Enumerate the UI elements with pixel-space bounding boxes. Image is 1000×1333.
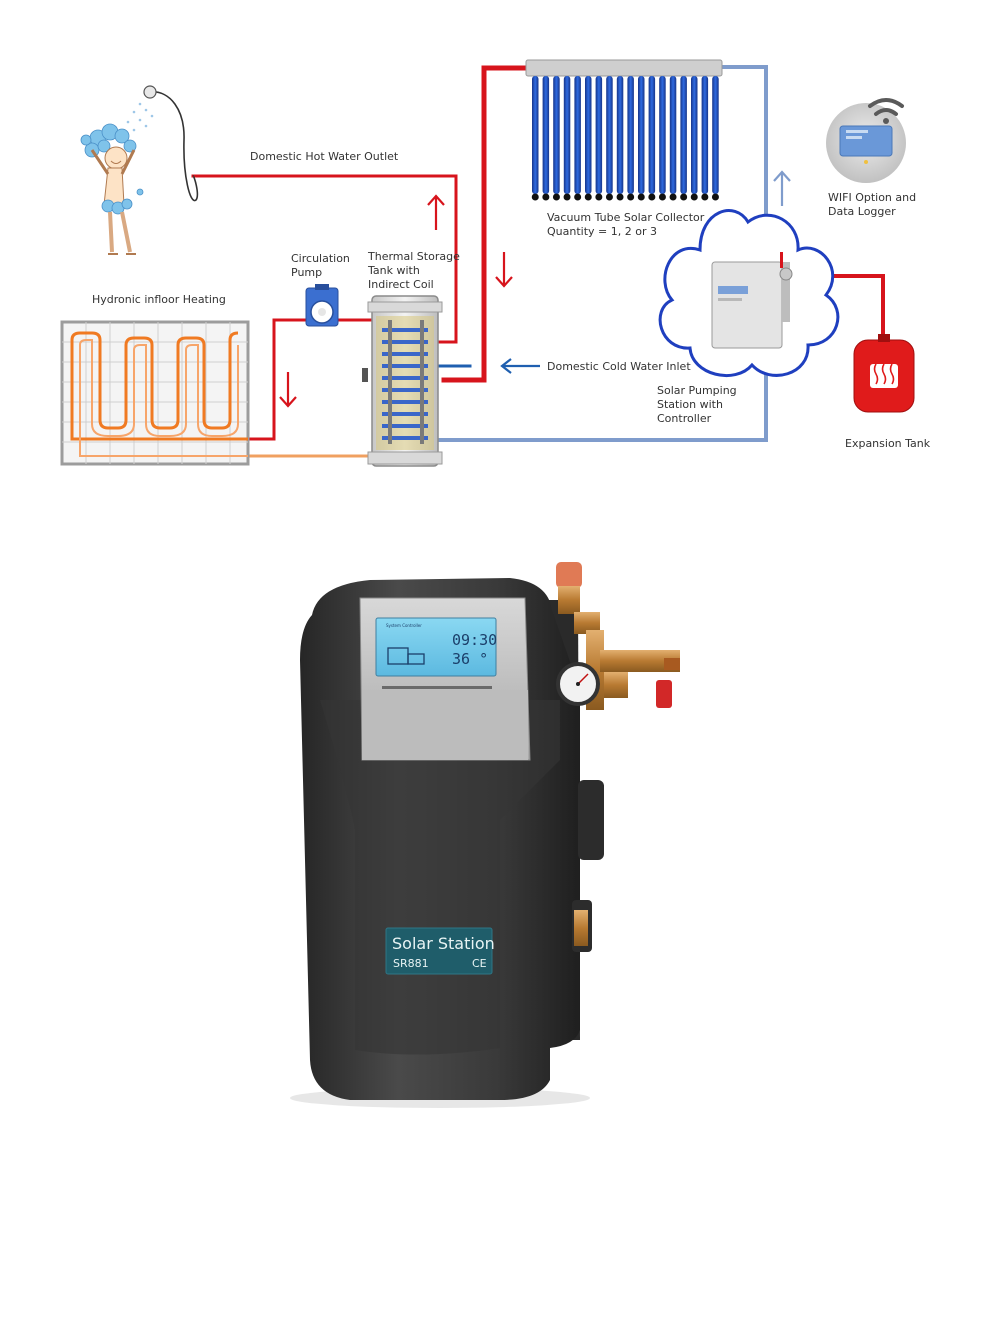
down-arrow-red-collector bbox=[495, 252, 513, 288]
label-domestic-hot-water-outlet: Domestic Hot Water Outlet bbox=[250, 150, 399, 163]
wifi-logger-icon bbox=[826, 98, 906, 183]
vacuum-tube-cap bbox=[616, 193, 624, 201]
domestic-hot-water-pipe bbox=[191, 174, 458, 344]
vacuum-tube-collector bbox=[525, 59, 723, 201]
vacuum-tube-cap bbox=[584, 193, 592, 201]
label-circulation-pump: Circulation Pump bbox=[291, 252, 353, 279]
vacuum-tube bbox=[553, 76, 560, 194]
controller-header: System Controller bbox=[386, 623, 422, 628]
hydronic-floor-heating bbox=[60, 320, 250, 466]
vacuum-tube-cap bbox=[711, 193, 719, 201]
up-arrow-red bbox=[427, 194, 445, 230]
vacuum-tube-cap bbox=[701, 193, 709, 201]
shower-icon bbox=[80, 85, 199, 255]
vacuum-tube bbox=[680, 76, 687, 194]
vacuum-tube-cap bbox=[563, 193, 571, 201]
expansion-tank-icon bbox=[853, 334, 915, 413]
thermal-storage-tank bbox=[362, 295, 443, 467]
vacuum-tube-cap bbox=[658, 193, 666, 201]
vacuum-tube bbox=[659, 76, 666, 194]
nameplate-model: SR881 bbox=[393, 957, 429, 970]
lower-brass-fitting bbox=[574, 910, 588, 946]
flow-arrows bbox=[279, 170, 791, 408]
label-hydronic-heating: Hydronic infloor Heating bbox=[92, 293, 226, 306]
vacuum-tube-cap bbox=[574, 193, 582, 201]
vacuum-tube bbox=[648, 76, 656, 194]
vacuum-tube-cap bbox=[605, 193, 613, 201]
vacuum-tube bbox=[606, 76, 613, 194]
controller-lcd bbox=[375, 617, 497, 677]
vacuum-tube bbox=[616, 76, 624, 194]
vacuum-tube bbox=[627, 76, 634, 194]
vacuum-tube bbox=[595, 76, 603, 194]
down-arrow-red-heating bbox=[279, 372, 297, 408]
collector-supply-pipe bbox=[441, 65, 531, 383]
vacuum-tube bbox=[691, 76, 698, 194]
vacuum-tube-cap bbox=[627, 193, 635, 201]
label-thermal-storage-tank: Thermal Storage Tank with Indirect Coil bbox=[367, 250, 463, 291]
nameplate-ce-mark: CE bbox=[472, 957, 487, 970]
vacuum-tube bbox=[701, 76, 709, 194]
controller-temp: 36 ° bbox=[452, 650, 488, 668]
vacuum-tube bbox=[638, 76, 645, 194]
label-wifi-logger: WIFI Option and Data Logger bbox=[828, 191, 920, 218]
left-arrow-blue bbox=[500, 358, 540, 374]
controller-time: 09:30 bbox=[452, 631, 497, 649]
label-domestic-cold-water-inlet: Domestic Cold Water Inlet bbox=[547, 360, 691, 373]
circulation-pump-icon bbox=[305, 284, 339, 327]
vacuum-tube-cap bbox=[648, 193, 656, 201]
heating-supply-pipe bbox=[246, 318, 372, 441]
nameplate bbox=[385, 927, 493, 975]
diagram-labels: Domestic Hot Water Outlet Circulation Pu… bbox=[92, 150, 931, 450]
label-solar-pumping-station: Solar Pumping Station with Controller bbox=[657, 384, 740, 425]
label-expansion-tank: Expansion Tank bbox=[845, 437, 931, 450]
solar-station-product: System Controller 09:30 36 ° Solar Stati… bbox=[290, 562, 680, 1108]
vacuum-tube-cap bbox=[637, 193, 645, 201]
vacuum-tube bbox=[532, 76, 539, 194]
vacuum-tube bbox=[542, 76, 550, 194]
nameplate-title: Solar Station bbox=[392, 934, 495, 953]
safety-valve-cap bbox=[556, 562, 582, 588]
vacuum-tube bbox=[574, 76, 581, 194]
vacuum-tube-cap bbox=[531, 193, 539, 201]
vacuum-tube bbox=[585, 76, 592, 194]
vacuum-tube-cap bbox=[595, 193, 603, 201]
vacuum-tube-cap bbox=[690, 193, 698, 201]
vacuum-tube-cap bbox=[552, 193, 560, 201]
vacuum-tube bbox=[712, 76, 719, 194]
label-vacuum-tube-collector: Vacuum Tube Solar Collector Quantity = 1… bbox=[547, 211, 708, 238]
red-valve-handle bbox=[656, 680, 672, 708]
up-arrow-blue bbox=[773, 170, 791, 206]
vacuum-tube bbox=[669, 76, 677, 194]
vacuum-tube bbox=[563, 76, 571, 194]
vacuum-tube-cap bbox=[680, 193, 688, 201]
vacuum-tube-cap bbox=[542, 193, 550, 201]
solar-station-cloud bbox=[658, 209, 840, 377]
vacuum-tube-cap bbox=[669, 193, 677, 201]
